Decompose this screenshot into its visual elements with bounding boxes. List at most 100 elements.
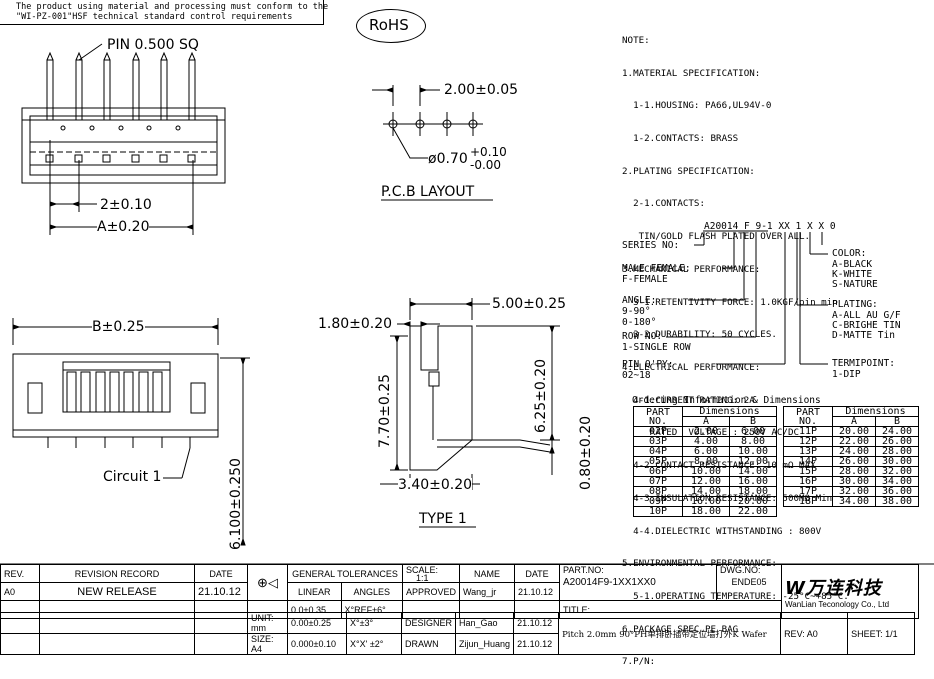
cell: 26.00 [875,436,919,447]
th-a: A [832,416,876,427]
tol-cell: X°X' ±2° [346,633,402,655]
pin-label: PIN 0.500 SQ [107,37,199,53]
unit-label: UNIT: mm [247,612,288,634]
pn-plating-2: C-BRIGHE TIN [832,320,901,331]
sheet-label: SHEET: [851,628,883,639]
cell: 09P [633,496,683,507]
company-name: WanLian Teconology Co., Ltd [785,600,890,609]
rohs-badge: RoHS [356,9,426,43]
header-note-line2: "WI-PZ-001"HSF technical standard contro… [16,12,293,22]
note-line: 3.MECHANICAL PERFORMANCE: [622,263,761,275]
empty-cell [39,633,195,655]
cell: 03P [633,436,683,447]
side-dim-vert2: 6.25±0.20 [533,358,549,434]
top-view [21,43,226,235]
pn-diagram [666,230,828,365]
side-dim-bottom: 3.40±0.20 [398,477,473,493]
rev-value: A0 [0,582,40,601]
cell: 10.00 [682,466,730,477]
cell: 36.00 [875,486,919,497]
cell: 15P [783,466,833,477]
empty-cell [0,633,40,655]
sheet-cell: SHEET: 1/1 [847,612,916,655]
cell: 6.00 [729,426,777,437]
cell: 13P [783,446,833,457]
cell: 06P [633,466,683,477]
th-partno: PART NO. [783,406,833,427]
partno-cell: PART.NO:A20014F9-1XX1XX0 [559,564,718,601]
note-line: 1-1.HOUSING: PA66,UL94V-0 [622,100,772,112]
height-label: 6.100±0.250 [228,458,244,550]
cell: 05P [633,456,683,467]
note-line: NOTE: [622,34,650,46]
note-line: 1.MATERIAL SPECIFICATION: [622,67,761,79]
cell: 20.00 [832,426,876,437]
side-dim-top: 5.00±0.25 [492,296,567,312]
th-partno: PART NO. [633,406,683,427]
cell: 08P [633,486,683,497]
dwgno-value: ENDE05 [731,577,767,587]
a-dim-label: A±0.20 [97,219,150,235]
cell: 14.00 [729,466,777,477]
note-line: 7.P/N: [622,656,656,668]
angles-header: ANGLES [340,582,404,601]
rev-cell: REV: A0 [780,612,849,655]
cell: 12.00 [682,476,730,487]
circuit-label: Circuit 1 [103,469,162,485]
pn-row-0: ROW NO: [622,331,663,342]
designer-label: DESIGNER [400,612,457,634]
cell: 34.00 [832,496,876,507]
designer-date: 21.10.12 [513,612,560,634]
cell: 30.00 [832,476,876,487]
record-value: NEW RELEASE [39,582,195,601]
pn-color-3: S-NATURE [832,279,878,290]
pn-pin-0: PIN Q'PY: [622,359,674,370]
scale-header: SCALE: [406,564,439,575]
tol-cell: 0.00±0.25 [287,612,347,634]
cell: 20.00 [729,496,777,507]
pn-term-0: TERMIPOINT: [832,358,895,369]
date-value: 21.10.12 [194,582,248,601]
cell: 16.00 [729,476,777,487]
note-line: 1-2.CONTACTS: BRASS [622,132,739,144]
cell: 28.00 [832,466,876,477]
cell: 04P [633,446,683,457]
side-dim-left: 1.80±0.20 [318,316,393,332]
cell: 34.00 [875,476,919,487]
th-dimensions: Dimensions [832,406,919,417]
pn-color-0: COLOR: [832,248,867,259]
cell: 22.00 [832,436,876,447]
record-header: REVISION RECORD [39,564,195,583]
pn-angle-1: 9-90° [622,306,651,317]
pn-color-2: K-WHITE [832,269,873,280]
pn-plating-0: PLATING: [832,299,878,310]
sheet-val: 1/1 [885,628,898,639]
pn-plating-3: D-MATTE Tin [832,330,895,341]
date-header-2: DATE [514,564,561,583]
th-dimensions: Dimensions [682,406,777,417]
side-dim-vert3: 0.80±0.20 [578,415,594,491]
rohs-text: RoHS [369,16,409,34]
rev-header: REV. [0,564,40,583]
cell: 18.00 [682,506,730,517]
cell: 26.00 [832,456,876,467]
title-value: Pitch 2.0mm 90°PH单排卧插带定位墙打外K Wafer [558,612,782,655]
cell: 18P [783,496,833,507]
designer-name: Han_Gao [455,612,515,634]
cell: 14P [783,456,833,467]
pcb-title: P.C.B LAYOUT [381,184,475,200]
empty-cell [39,612,195,634]
front-view [12,318,250,546]
pn-angle-0: ANGLE: [622,295,657,306]
cell: 22.00 [729,506,777,517]
cell: 28.00 [875,446,919,457]
